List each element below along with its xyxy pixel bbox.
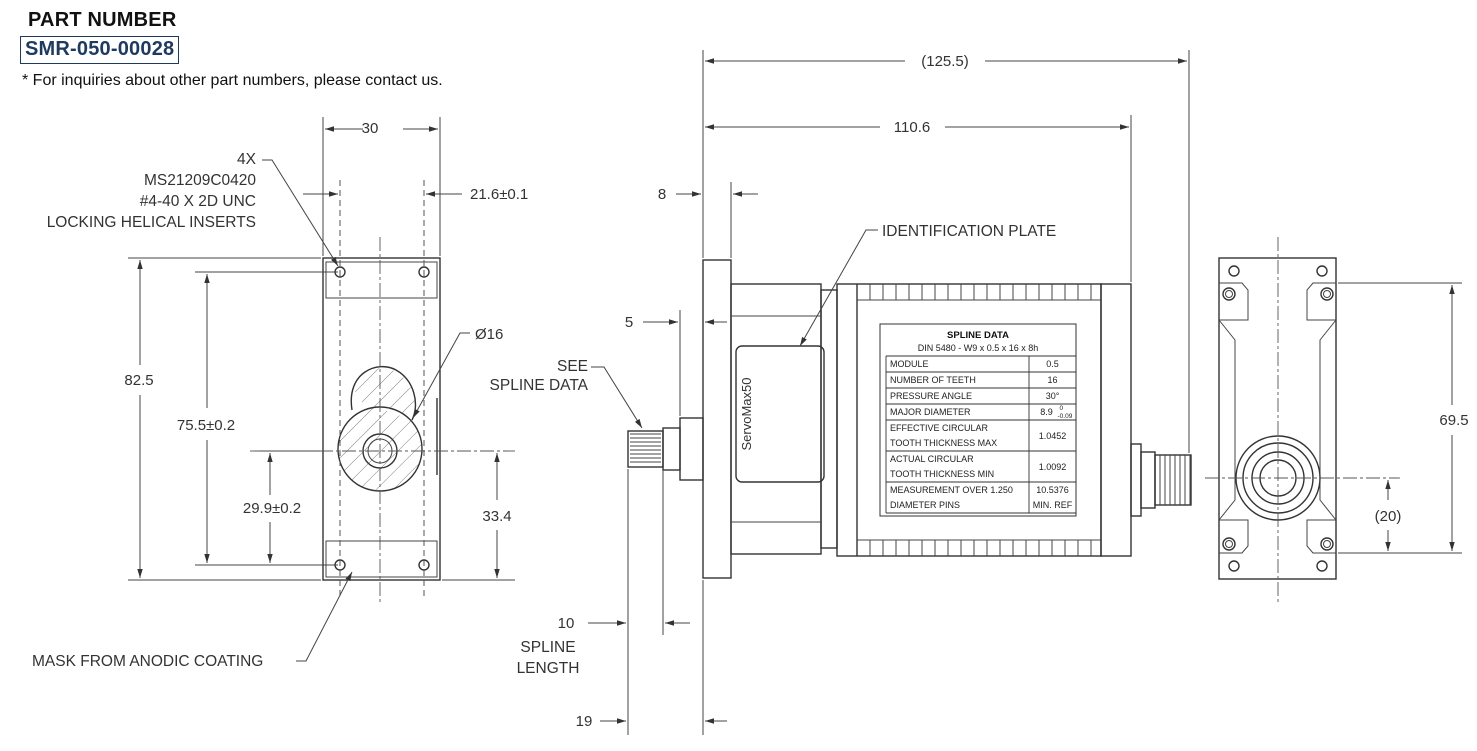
spline-row-value: MIN. REF [1033,500,1073,510]
mount-hole-icon [1316,560,1328,572]
see-spline-data-label: SEE SPLINE DATA [490,358,589,394]
svg-text:4X: 4X [237,151,257,168]
inserts-callout: 4X MS21209C0420 #4-40 X 2D UNC LOCKING H… [47,151,257,231]
center-view [588,50,1192,735]
svg-text:#4-40 X 2D UNC: #4-40 X 2D UNC [140,193,256,210]
spline-row-value: 30° [1046,391,1060,401]
identification-plate-label: IDENTIFICATION PLATE [882,223,1056,240]
spline-shaft [627,430,664,468]
dim-33-4: 33.4 [482,508,511,525]
spline-table-subtitle: DIN 5480 - W9 x 0.5 x 16 x 8h [918,343,1039,353]
svg-text:SPLINE DATA: SPLINE DATA [490,377,589,394]
spline-data-table: SPLINE DATA DIN 5480 - W9 x 0.5 x 16 x 8… [879,323,1077,517]
dim-center-height: 29.9±0.2 [243,500,301,517]
svg-text:SPLINE: SPLINE [520,639,575,656]
dim-overall-length: (125.5) [921,53,969,70]
top-mask-area [325,261,438,299]
dim-height-69-5: 69.5 [1439,412,1468,429]
spline-row-label: ACTUAL CIRCULAR [890,454,974,464]
mount-hole-icon [1228,265,1240,277]
spline-row-label: MEASUREMENT OVER 1.250 [890,485,1013,495]
mount-hole-icon [1228,560,1240,572]
dim-21-6: 21.6±0.1 [470,186,528,203]
dim-pilot-5: 5 [625,314,633,331]
left-view-body [322,257,441,581]
spline-row-label: NUMBER OF TEETH [890,375,976,385]
dim-height-82-5: 82.5 [124,372,153,389]
svg-text:LOCKING HELICAL INSERTS: LOCKING HELICAL INSERTS [47,214,256,231]
spline-row-value: 0.5 [1046,359,1059,369]
spline-length-label: SPLINE LENGTH [517,639,580,677]
spline-row-value: 1.0452 [1039,431,1067,441]
part-number-value[interactable]: SMR-050-00028 [20,36,180,64]
spline-table-row: PRESSURE ANGLE 30° [885,388,1077,405]
part-number-title: PART NUMBER [28,9,177,31]
pilot [679,417,704,481]
spline-row-label: EFFECTIVE CIRCULAR [890,423,989,433]
dim-center-20: (20) [1375,508,1402,525]
dim-bore-diameter: Ø16 [475,326,503,343]
spline-table-title: SPLINE DATA [947,330,1009,341]
spline-row-label: MODULE [890,359,929,369]
tolerance-upper: 0 [1060,405,1064,412]
spline-table-row: EFFECTIVE CIRCULAR TOOTH THICKNESS MAX 1.0… [885,420,1077,452]
dim-shaft-19: 19 [576,713,593,730]
mounting-flange [702,259,732,579]
spline-row-label: PRESSURE ANGLE [890,391,972,401]
svg-text:MS21209C0420: MS21209C0420 [144,172,256,189]
spline-row-value: 1.0092 [1039,462,1067,472]
svg-text:SEE: SEE [557,358,588,375]
spline-table-row: NUMBER OF TEETH 16 [885,372,1077,389]
right-view-body [1218,257,1337,580]
spline-row-label: MAJOR DIAMETER [890,407,971,417]
spline-row-value: 8.9 [1040,407,1053,417]
spline-table-row: MAJOR DIAMETER 8.9 0-0.09 [885,404,1077,421]
dim-width-30: 30 [362,120,379,137]
svg-text:LENGTH: LENGTH [517,660,580,677]
dim-body-length: 110.6 [894,119,930,136]
mask-callout: MASK FROM ANODIC COATING [32,653,263,670]
spline-row-label: DIAMETER PINS [890,500,960,510]
left-view [128,117,515,662]
spline-row-label: TOOTH THICKNESS MAX [890,438,997,448]
spline-table-row: MODULE 0.5 [885,356,1077,373]
dim-spline-10: 10 [558,615,575,632]
insert-hole-icon [418,266,430,278]
spline-row-value: 10.5376 [1036,485,1069,495]
bottom-mask-area [325,540,438,578]
connector [1130,443,1142,517]
brand-text: ServoMax50 [739,378,754,451]
spline-row-label: TOOTH THICKNESS MIN [890,469,994,479]
spline-row-value: 16 [1047,375,1057,385]
dim-hole-spacing: 75.5±0.2 [177,417,235,434]
tolerance-lower: -0.09 [1058,413,1073,420]
identification-plate [735,345,825,483]
mount-hole-icon [1316,265,1328,277]
spline-table-row: ACTUAL CIRCULAR TOOTH THICKNESS MIN 1.0092 [885,451,1077,483]
dim-flange-8: 8 [658,186,666,203]
right-view [1205,237,1462,602]
inquiry-note: * For inquiries about other part numbers… [22,72,443,89]
